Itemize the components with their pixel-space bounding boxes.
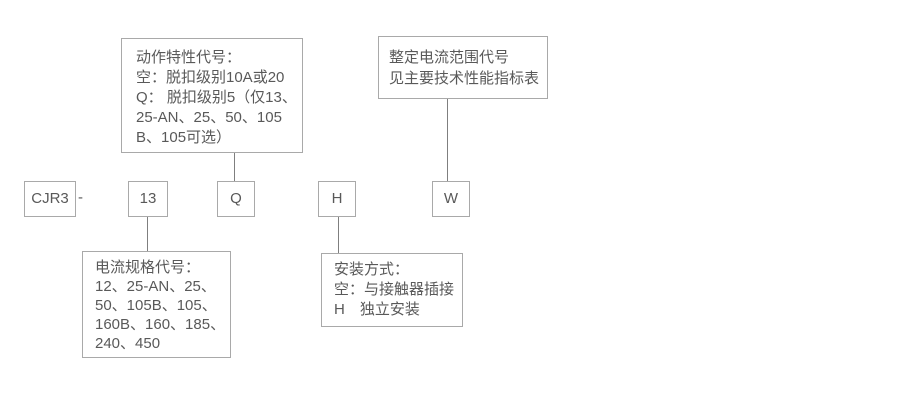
callout-spec-line-3: 50、105B、105、 — [95, 297, 217, 314]
callout-mount-line-3: H 独立安装 — [334, 301, 420, 318]
callout-mount-line-1: 安装方式： — [334, 261, 410, 278]
callout-action-line-1: 动作特性代号： — [136, 49, 242, 66]
callout-spec-line-1: 电流规格代号： — [95, 259, 201, 276]
callout-range-line-1: 整定电流范围代号 — [389, 49, 510, 66]
callout-action-line-4: 25-AN、25、50、105 — [136, 109, 282, 126]
model-segment-setting-range: W — [432, 181, 470, 217]
connector-h-to-mounting — [338, 217, 339, 253]
model-segment-mounting: H — [318, 181, 356, 217]
connector-action-to-q — [234, 153, 235, 181]
callout-spec-line-2: 12、25-AN、25、 — [95, 278, 216, 295]
callout-action-line-2: 空：脱扣级别10A或20 — [136, 69, 285, 86]
callout-mounting-type: 安装方式： 空：与接触器插接 H 独立安装 — [321, 253, 463, 327]
callout-mount-line-2: 空：与接触器插接 — [334, 281, 455, 298]
model-separator: - — [78, 189, 83, 206]
callout-setting-current-range: 整定电流范围代号 见主要技术性能指标表 — [378, 36, 548, 99]
connector-range-to-w — [447, 99, 448, 181]
callout-range-line-2: 见主要技术性能指标表 — [389, 70, 540, 87]
callout-current-spec: 电流规格代号： 12、25-AN、25、 50、105B、105、 160B、1… — [82, 251, 231, 358]
model-segment-current-spec: 13 — [128, 181, 168, 217]
callout-action-characteristic: 动作特性代号： 空：脱扣级别10A或20 Q： 脱扣级别5（仅13、 25-AN… — [121, 38, 303, 153]
callout-spec-line-5: 240、450 — [95, 335, 161, 352]
model-prefix-box: CJR3 — [24, 181, 76, 217]
connector-13-to-spec — [147, 217, 148, 251]
callout-spec-line-4: 160B、160、185、 — [95, 316, 226, 333]
callout-action-line-5: B、105可选） — [136, 129, 232, 146]
model-segment-action-characteristic: Q — [217, 181, 255, 217]
callout-action-line-3: Q： 脱扣级别5（仅13、 — [136, 89, 297, 106]
